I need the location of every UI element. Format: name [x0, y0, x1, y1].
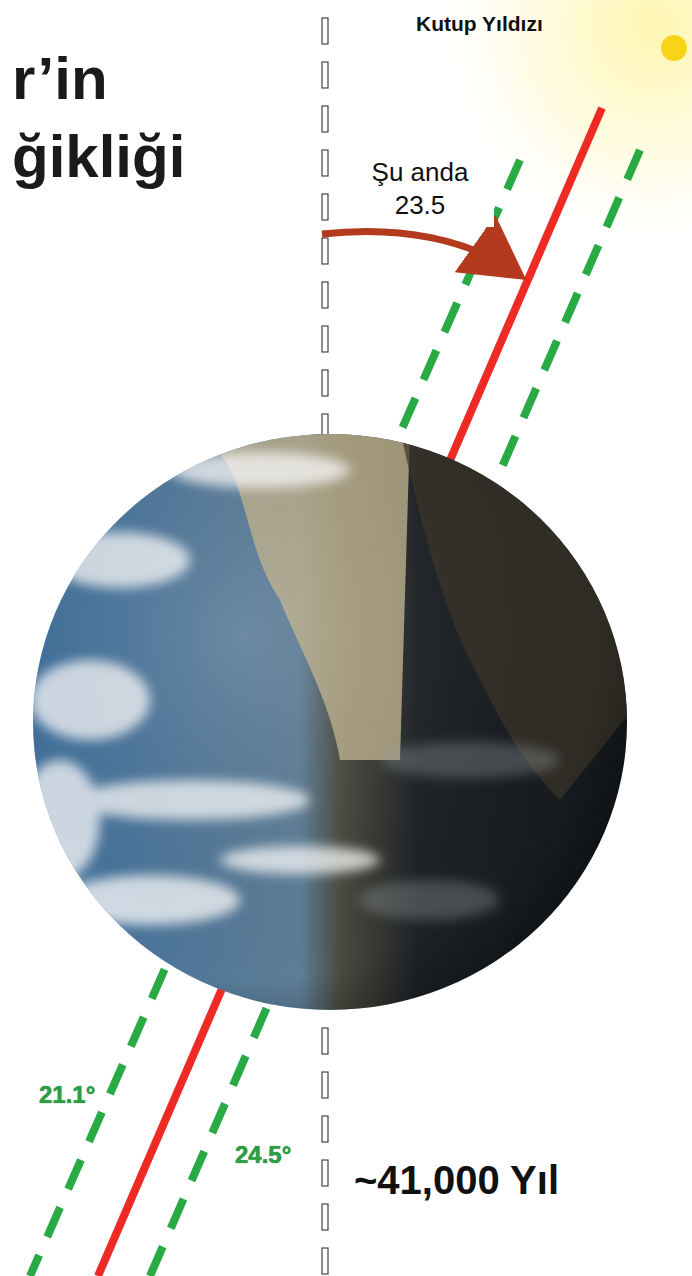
star-label: Kutup Yıldızı: [412, 10, 547, 38]
cycle-period-label: ~41,000 Yıl: [350, 1156, 563, 1205]
max-tilt-label: 24.5°: [232, 1140, 294, 1170]
current-tilt-label: Şu anda 23.5: [346, 150, 494, 227]
diagram-title: r’in ğikliği: [12, 40, 252, 196]
min-tilt-label: 21.1°: [36, 1080, 98, 1110]
